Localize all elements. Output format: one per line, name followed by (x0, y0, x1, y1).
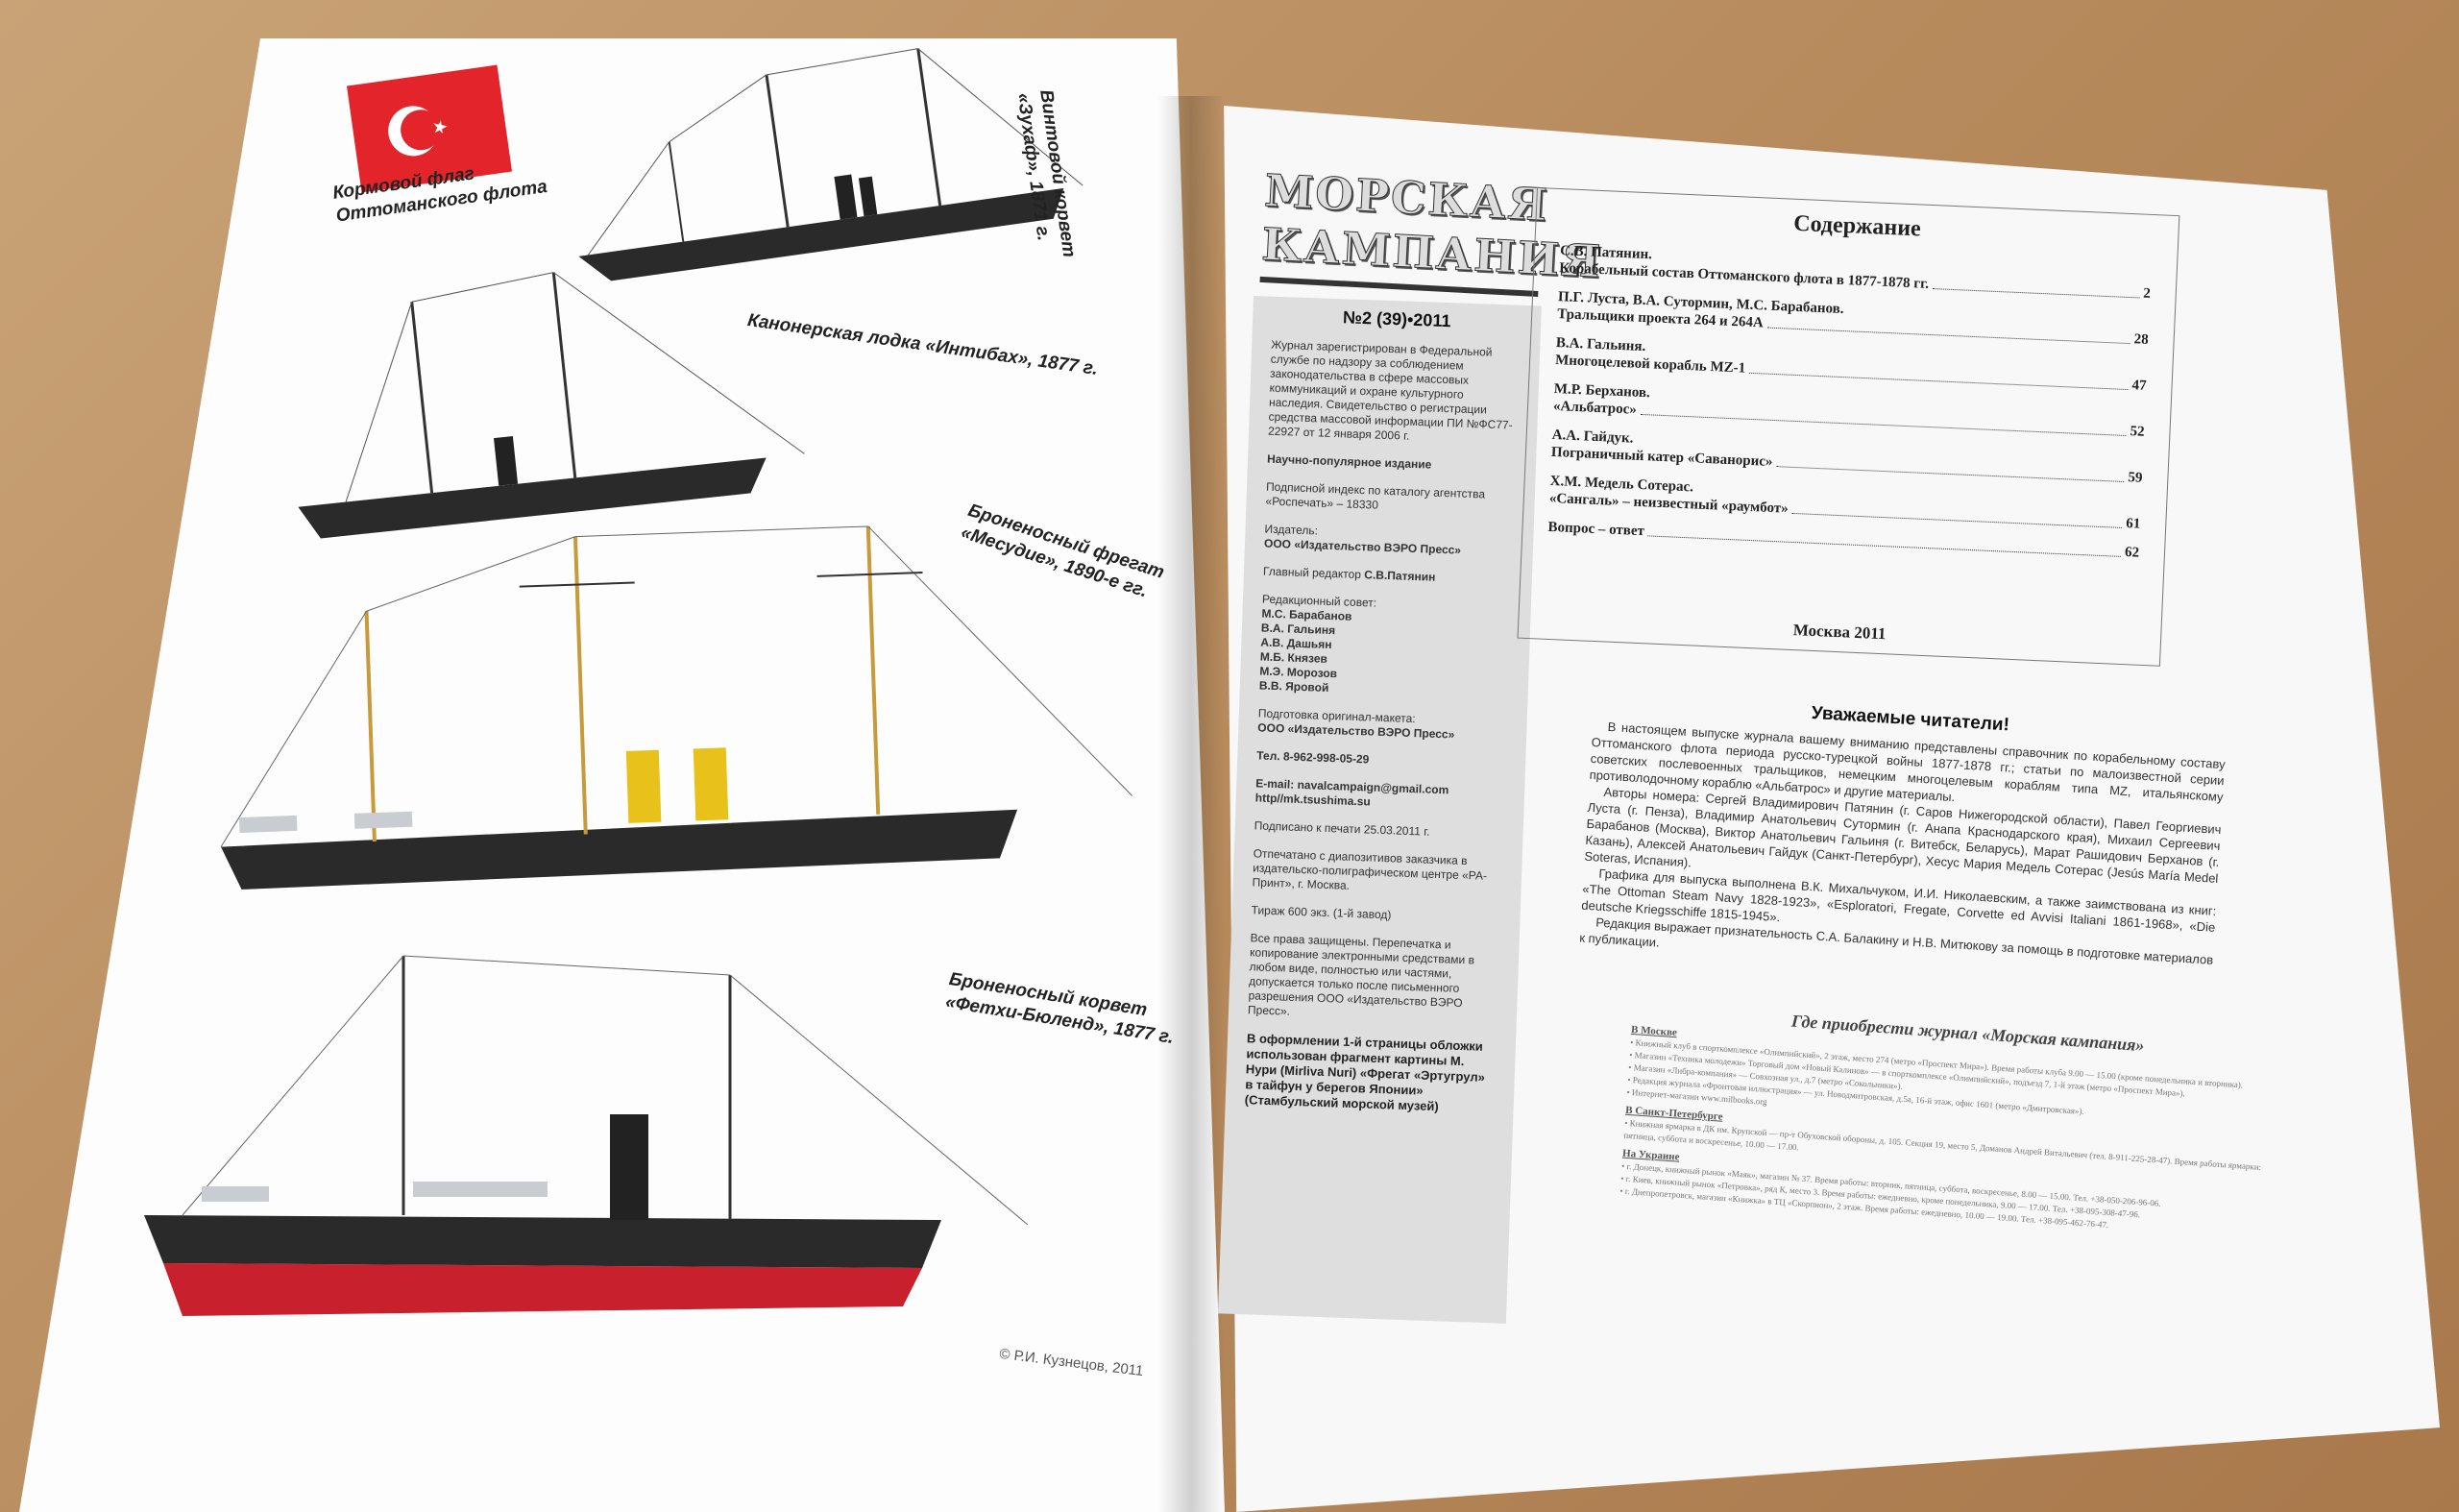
site-link: http//mk.tsushima.su (1254, 791, 1371, 809)
toc-page: 61 (2125, 516, 2141, 532)
board-block: Редакционный совет: М.С. Барабанов В.А. … (1259, 593, 1513, 702)
board-member: М.Б. Князев (1259, 649, 1328, 666)
registration-text: Журнал зарегистрирован в Федеральной слу… (1267, 337, 1513, 443)
imprint-column: №2 (39)•2011 Журнал зарегистрирован в Фе… (1218, 296, 1542, 1324)
board-member: В.В. Яровой (1258, 678, 1329, 695)
cover-credit: В оформлении 1-й страницы обложки исполь… (1244, 1031, 1486, 1114)
editor-name: С.В.Патянин (1364, 568, 1436, 584)
phone-text: Тел. 8-962-998-05-29 (1256, 748, 1370, 767)
ship-drawing-mesudiye (220, 525, 1133, 890)
board-member: А.В. Дашьян (1260, 635, 1332, 652)
toc-page: 47 (2131, 378, 2147, 394)
publisher-block: Издатель: ООО «Издательство ВЭРО Пресс» (1264, 523, 1515, 560)
ship-drawing-intibah (298, 272, 805, 539)
crescent-star-icon (388, 106, 448, 157)
editor-label: Главный редактор (1262, 564, 1362, 582)
editor-block: Главный редактор С.В.Патянин (1263, 565, 1513, 588)
signed-text: Подписано к печати 25.03.2011 г. (1254, 818, 1430, 839)
toc-article-title: «Альбатрос» (1552, 398, 1638, 418)
ship-drawing-fethi-bulend (144, 955, 1029, 1316)
toc-page: 28 (2133, 331, 2150, 348)
contact-block: E-mail: navalcampaign@gmail.com http//mk… (1254, 776, 1505, 814)
board-member: М.Э. Морозов (1259, 664, 1338, 681)
toc-page: 59 (2128, 470, 2143, 486)
prep-block: Подготовка оригинал-макета: ООО «Издател… (1257, 706, 1508, 744)
genre-text: Научно-популярное издание (1266, 451, 1432, 472)
toc-page: 52 (2130, 424, 2145, 440)
toc-article-title: Вопрос – ответ (1547, 519, 1645, 540)
editorial-note: Уважаемые читатели! В настоящем выпуске … (1579, 692, 2228, 985)
table-of-contents: Содержание С.В. Патянин. Корабельный сос… (1517, 187, 2180, 667)
publisher-label: Издатель: (1264, 522, 1319, 538)
toc-page: 2 (2142, 285, 2152, 302)
printed-text: Отпечатано с диапозитивов заказчика в из… (1252, 846, 1488, 892)
run-text: Тираж 600 экз. (1-й завод) (1251, 903, 1392, 922)
subscription-text: Подписной индекс по каталогу агентства «… (1265, 479, 1486, 512)
ottoman-flag (346, 64, 513, 193)
prep-name: ООО «Издательство ВЭРО Пресс» (1257, 720, 1455, 742)
spine-shadow (1157, 96, 1225, 1512)
publisher-name: ООО «Издательство ВЭРО Пресс» (1263, 536, 1462, 557)
magazine-masthead: МОРСКАЯ КАМПАНИЯ (1259, 163, 1604, 298)
issue-number: №2 (39)•2011 (1342, 307, 1451, 331)
rights-text: Все права защищены. Перепечатка и копиро… (1247, 931, 1475, 1018)
ship-drawing-zukhaf (578, 48, 1083, 281)
toc-page: 62 (2124, 545, 2140, 561)
board-member: В.А. Гальиня (1260, 621, 1336, 638)
